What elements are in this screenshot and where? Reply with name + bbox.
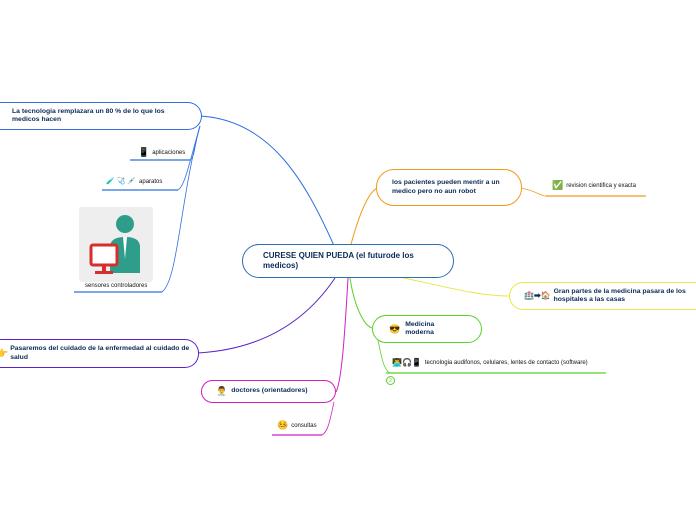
subtopic-gadgets-label: tecnologia audifonos, celulares, lentes … <box>424 360 588 366</box>
connector-patients <box>349 187 379 249</box>
branch-tech[interactable]: La tecnologia remplazara un 80 % de lo q… <box>0 102 202 130</box>
doctor-computer-image <box>79 207 153 282</box>
connector-home <box>394 275 511 297</box>
subtopic-sensors-label: sensores controladores <box>85 283 148 289</box>
branch-doctors-label: doctores (orientadores) <box>231 387 308 395</box>
sub-connector-gadgets <box>377 339 391 374</box>
subtopic-consults-label: consultas <box>291 422 317 429</box>
branch-patients[interactable]: los pacientes pueden mentir a un medico … <box>376 169 522 206</box>
subtopic-apps-label: aplicaciones <box>152 149 186 156</box>
branch-modern-label: Medicina moderna <box>405 320 435 336</box>
connector-modern <box>349 277 373 329</box>
doctor-computer-illustration <box>89 215 140 274</box>
branch-care[interactable]: 👉 Pasaremos del cuidado de la enfermedad… <box>0 339 199 368</box>
central-topic-label: CURESE QUIEN PUEDA (el futurode los medi… <box>263 251 414 270</box>
collapsed-count-label: 2 <box>389 377 392 384</box>
branch-tech-label: La tecnologia remplazara un 80 % de lo q… <box>12 107 165 123</box>
mobile-phone-icon: 📱 <box>138 147 150 157</box>
branch-home[interactable]: 🏥➡🏠 Gran partes de la medicina pasara de… <box>509 282 696 310</box>
connector-care <box>197 277 336 354</box>
branch-modern[interactable]: 😎 Medicina moderna <box>372 315 482 343</box>
branch-patients-label: los pacientes pueden mentir a un medico … <box>392 179 500 195</box>
connector-tech <box>199 115 336 249</box>
sub-connector-review <box>519 187 547 197</box>
subtopic-devices[interactable]: 🧪 🩺 💉 aparatos <box>106 178 162 185</box>
subtopic-gadgets[interactable]: 👨‍💻🎧📱 tecnologia audifonos, celulares, l… <box>392 359 588 367</box>
subtopic-review-label: revision cientifica y exacta <box>566 182 636 189</box>
collapsed-count-badge[interactable]: 2 <box>386 376 395 385</box>
branch-doctors[interactable]: 👨‍⚕️ doctores (orientadores) <box>201 380 336 403</box>
subtopic-apps[interactable]: 📱 aplicaciones <box>138 148 185 157</box>
hand-icon: 👉 <box>0 348 9 358</box>
central-topic[interactable]: CURESE QUIEN PUEDA (el futurode los medi… <box>242 244 454 278</box>
branch-home-label: Gran partes de la medicina pasara de los… <box>553 287 686 303</box>
doctor-icon: 👨‍⚕️ <box>216 386 228 396</box>
subtopic-review[interactable]: ✅ revision cientifica y exacta <box>552 181 636 190</box>
sub-connector-sensors <box>161 125 201 293</box>
hospital-to-home-icon: 🏥➡🏠 <box>524 291 551 300</box>
sub-connector-devices <box>177 125 201 191</box>
sub-connector-consults <box>321 401 335 436</box>
thermometer-face-icon: 🤒 <box>277 420 289 430</box>
medical-devices-icon: 🧪 🩺 💉 <box>106 178 137 185</box>
subtopic-consults[interactable]: 🤒 consultas <box>277 421 317 430</box>
branch-care-label: Pasaremos del cuidado de la enfermedad a… <box>10 345 190 361</box>
headphones-phone-icon: 👨‍💻🎧📱 <box>392 358 422 367</box>
sunglasses-face-icon: 😎 <box>389 323 401 334</box>
connector-doctors <box>335 277 349 393</box>
subtopic-devices-label: aparatos <box>139 178 163 185</box>
subtopic-sensors[interactable]: sensores controladores <box>85 283 147 289</box>
check-mark-icon: ✅ <box>552 180 564 190</box>
